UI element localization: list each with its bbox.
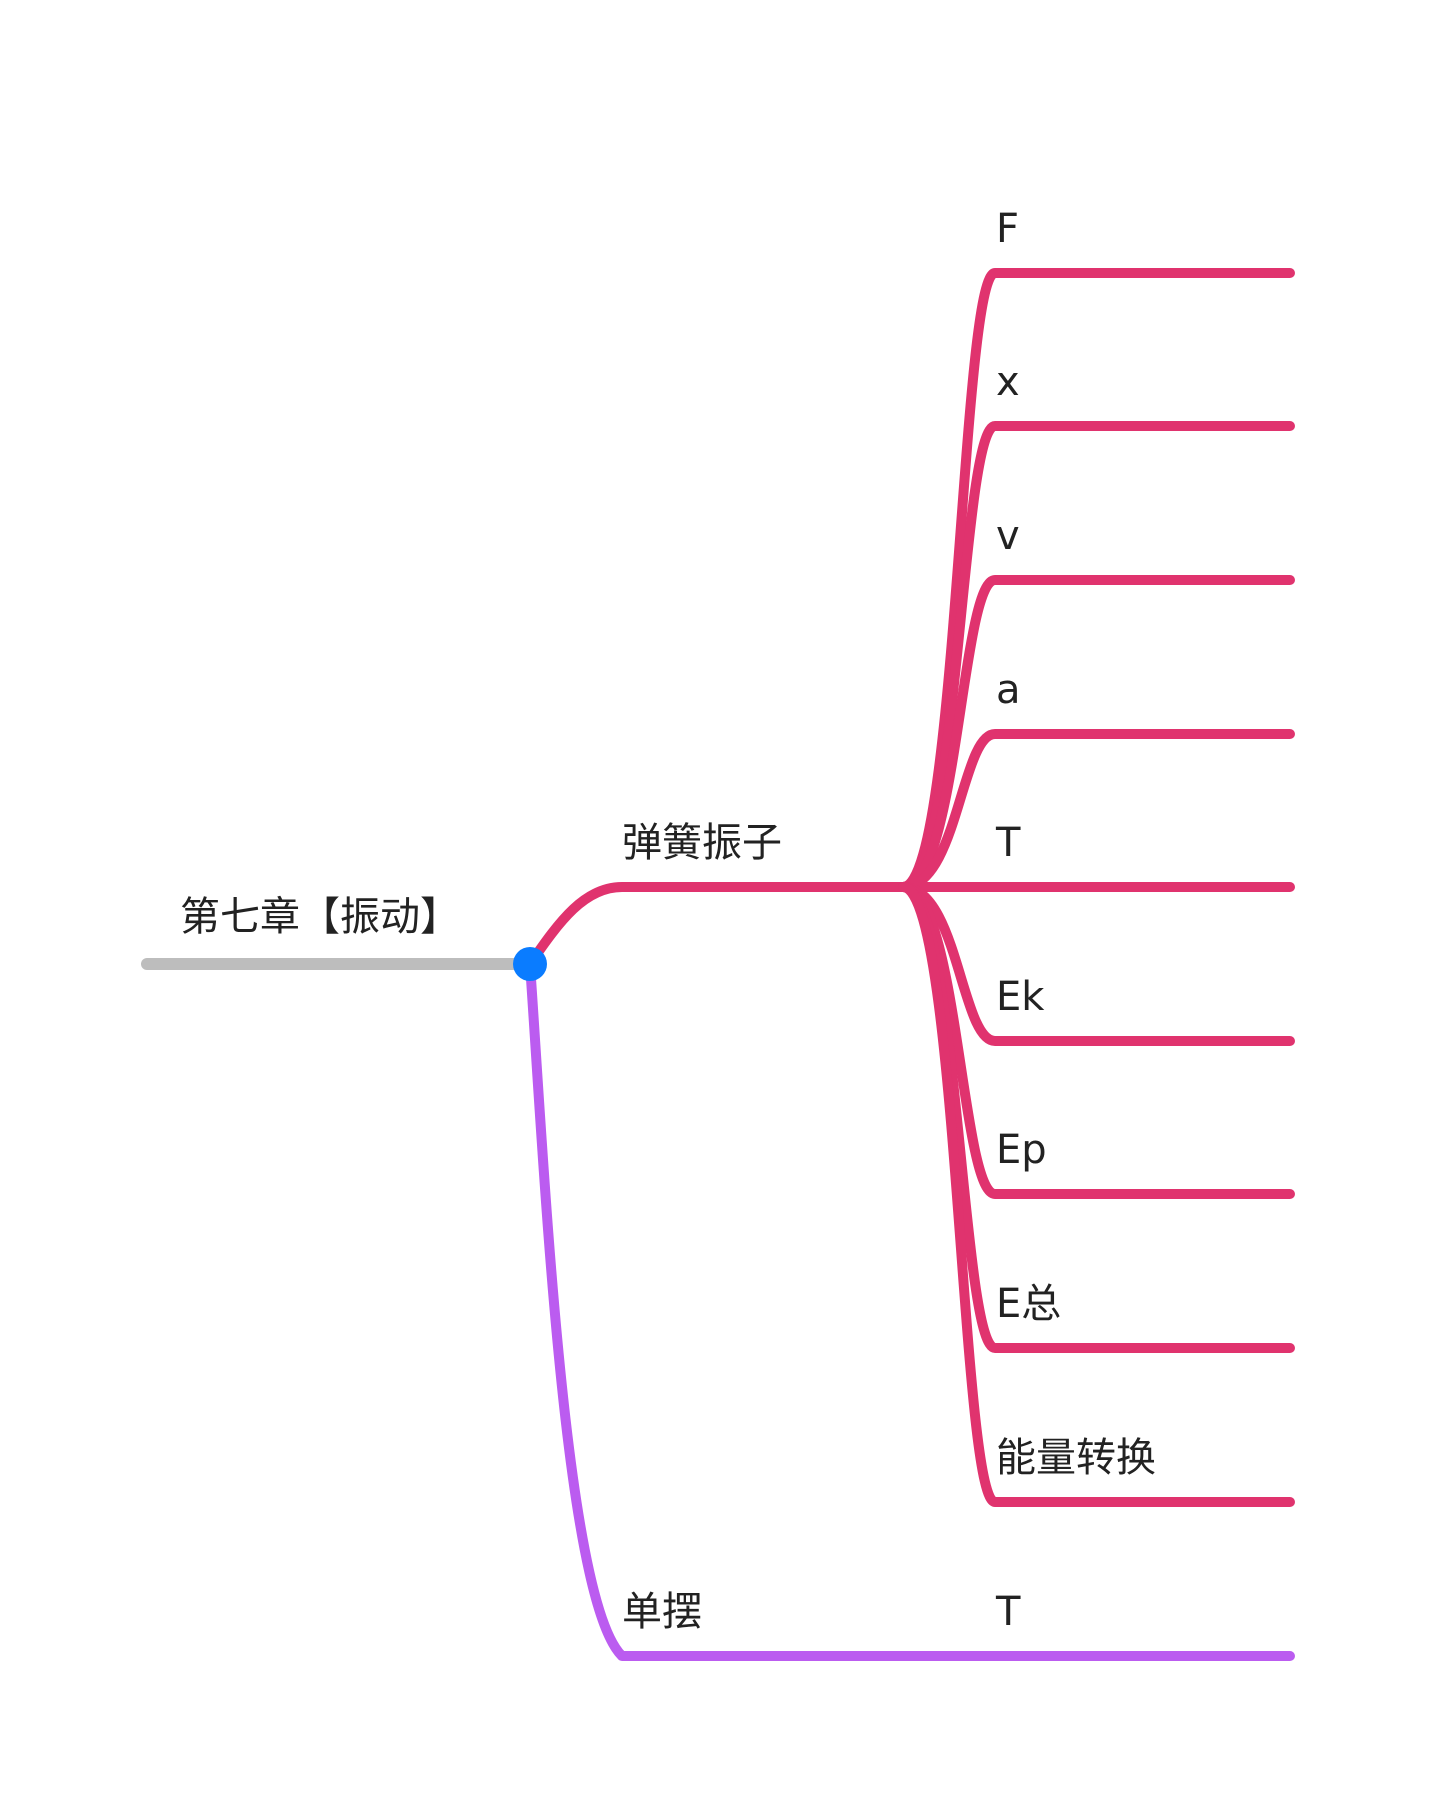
- leaf-connector-spring-5: [898, 882, 1295, 1046]
- leaf-connector-spring-3: [898, 729, 1295, 892]
- leaf-label-F[interactable]: F: [996, 206, 1020, 252]
- leaf-label-T-spring[interactable]: T: [996, 820, 1021, 866]
- leaf-label-Ep[interactable]: Ep: [996, 1127, 1047, 1173]
- leaf-label-a[interactable]: a: [996, 667, 1021, 713]
- branch-connector-spring-oscillator: [525, 882, 908, 969]
- leaf-label-Ek[interactable]: Ek: [996, 974, 1045, 1020]
- root-node-dot[interactable]: [513, 947, 547, 981]
- leaf-label-E-total[interactable]: E总: [996, 1281, 1062, 1327]
- branch-label-simple-pendulum[interactable]: 单摆: [622, 1589, 702, 1635]
- leaf-label-energy-conversion[interactable]: 能量转换: [996, 1435, 1156, 1481]
- leaf-connector-spring-8: [898, 882, 1295, 1507]
- branch-label-spring-oscillator[interactable]: 弹簧振子: [622, 820, 782, 866]
- root-label[interactable]: 第七章【振动】: [180, 894, 460, 940]
- leaf-label-v[interactable]: v: [996, 513, 1020, 559]
- leaf-label-T-pendulum[interactable]: T: [996, 1589, 1021, 1635]
- leaf-connector-spring-2: [898, 575, 1295, 892]
- leaf-label-x[interactable]: x: [996, 359, 1020, 405]
- branch-connector-simple-pendulum: [525, 959, 1295, 1661]
